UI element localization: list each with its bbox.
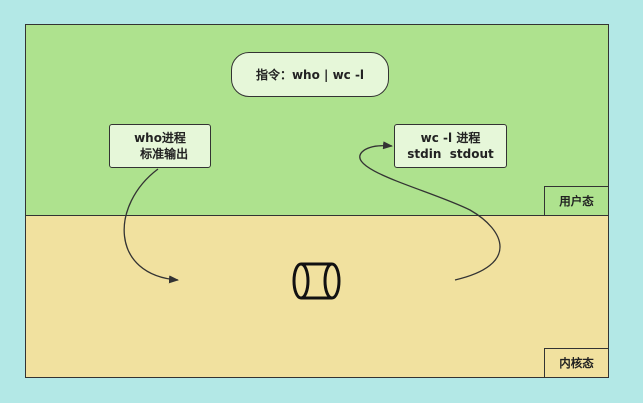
pipe-to-wc-arrow [359, 141, 501, 281]
who-process-detail: 标准输出 [131, 147, 189, 161]
who-to-pipe-arrow [123, 168, 179, 284]
wc-process-box: wc -l 进程 stdin stdout [394, 124, 507, 168]
user-space-label: 用户态 [544, 186, 609, 216]
wc-process-detail: stdin stdout [407, 147, 494, 161]
who-process-box: who进程 标准输出 [109, 124, 211, 168]
who-process-title: who进程 [134, 131, 186, 145]
command-text: who | wc -l [291, 67, 365, 82]
pipe-buffer-icon [292, 262, 341, 300]
command-label: 指令： [255, 67, 292, 82]
command-box: 指令：who | wc -l [231, 52, 389, 97]
wc-process-title: wc -l 进程 [420, 131, 481, 145]
kernel-space-label: 内核态 [544, 348, 609, 378]
